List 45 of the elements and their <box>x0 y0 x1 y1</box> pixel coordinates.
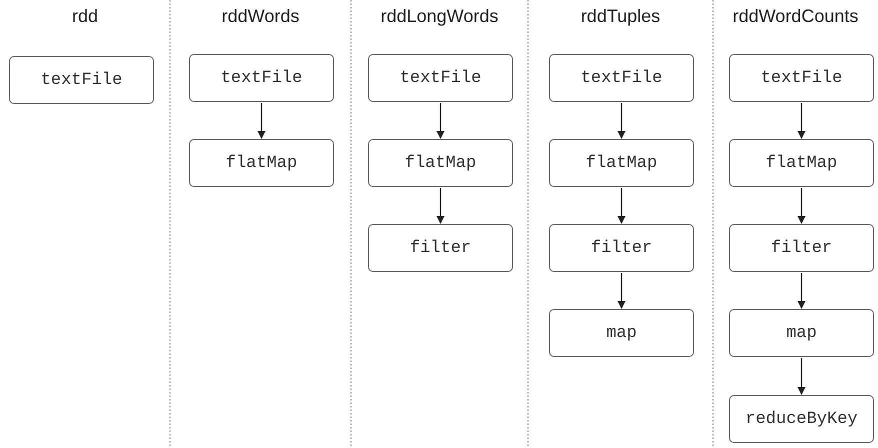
operation-name: filter <box>590 238 652 258</box>
operation-box <box>189 139 334 187</box>
arrow <box>258 103 266 139</box>
operation-name: textFile <box>220 68 302 88</box>
column-heading: rddTuples <box>580 6 662 27</box>
operation-box <box>549 309 694 357</box>
arrow <box>618 273 626 309</box>
operation-name: flatMap <box>226 154 298 172</box>
arrow <box>618 103 626 139</box>
operation-box <box>729 54 874 102</box>
operation-box <box>189 54 334 102</box>
operation-box <box>368 139 513 187</box>
arrow <box>798 103 806 139</box>
operation-box <box>549 54 694 102</box>
operation-name: filter <box>410 238 472 258</box>
operation-name: map <box>786 324 817 342</box>
column-heading: rddLongWords <box>380 6 500 27</box>
arrow <box>436 188 444 224</box>
operation-box <box>729 395 874 443</box>
operation-name: textFile <box>40 70 122 90</box>
column-heading: rddWordCounts <box>732 6 860 27</box>
operation-name: textFile <box>760 68 842 88</box>
arrow <box>436 103 444 139</box>
operation-name: reduceByKey <box>745 410 858 428</box>
operation-name: filter <box>770 238 832 258</box>
operation-box <box>729 309 874 357</box>
operation-name: flatMap <box>766 154 838 172</box>
operation-name: textFile <box>580 68 662 88</box>
arrow <box>618 188 626 224</box>
operation-box <box>368 54 513 102</box>
operation-box <box>549 224 694 272</box>
operation-name: flatMap <box>404 154 476 172</box>
operation-name: flatMap <box>586 154 658 172</box>
operation-box <box>9 56 154 104</box>
operation-box <box>729 139 874 187</box>
arrow <box>798 188 806 224</box>
arrow <box>798 358 806 395</box>
column-heading: rddWords <box>220 6 300 27</box>
operation-name: map <box>606 324 637 342</box>
operation-box <box>549 139 694 187</box>
operation-name: textFile <box>400 68 482 88</box>
operation-box <box>368 224 513 272</box>
operation-box <box>729 224 874 272</box>
column-heading: rdd <box>70 6 99 27</box>
arrow <box>798 273 806 309</box>
